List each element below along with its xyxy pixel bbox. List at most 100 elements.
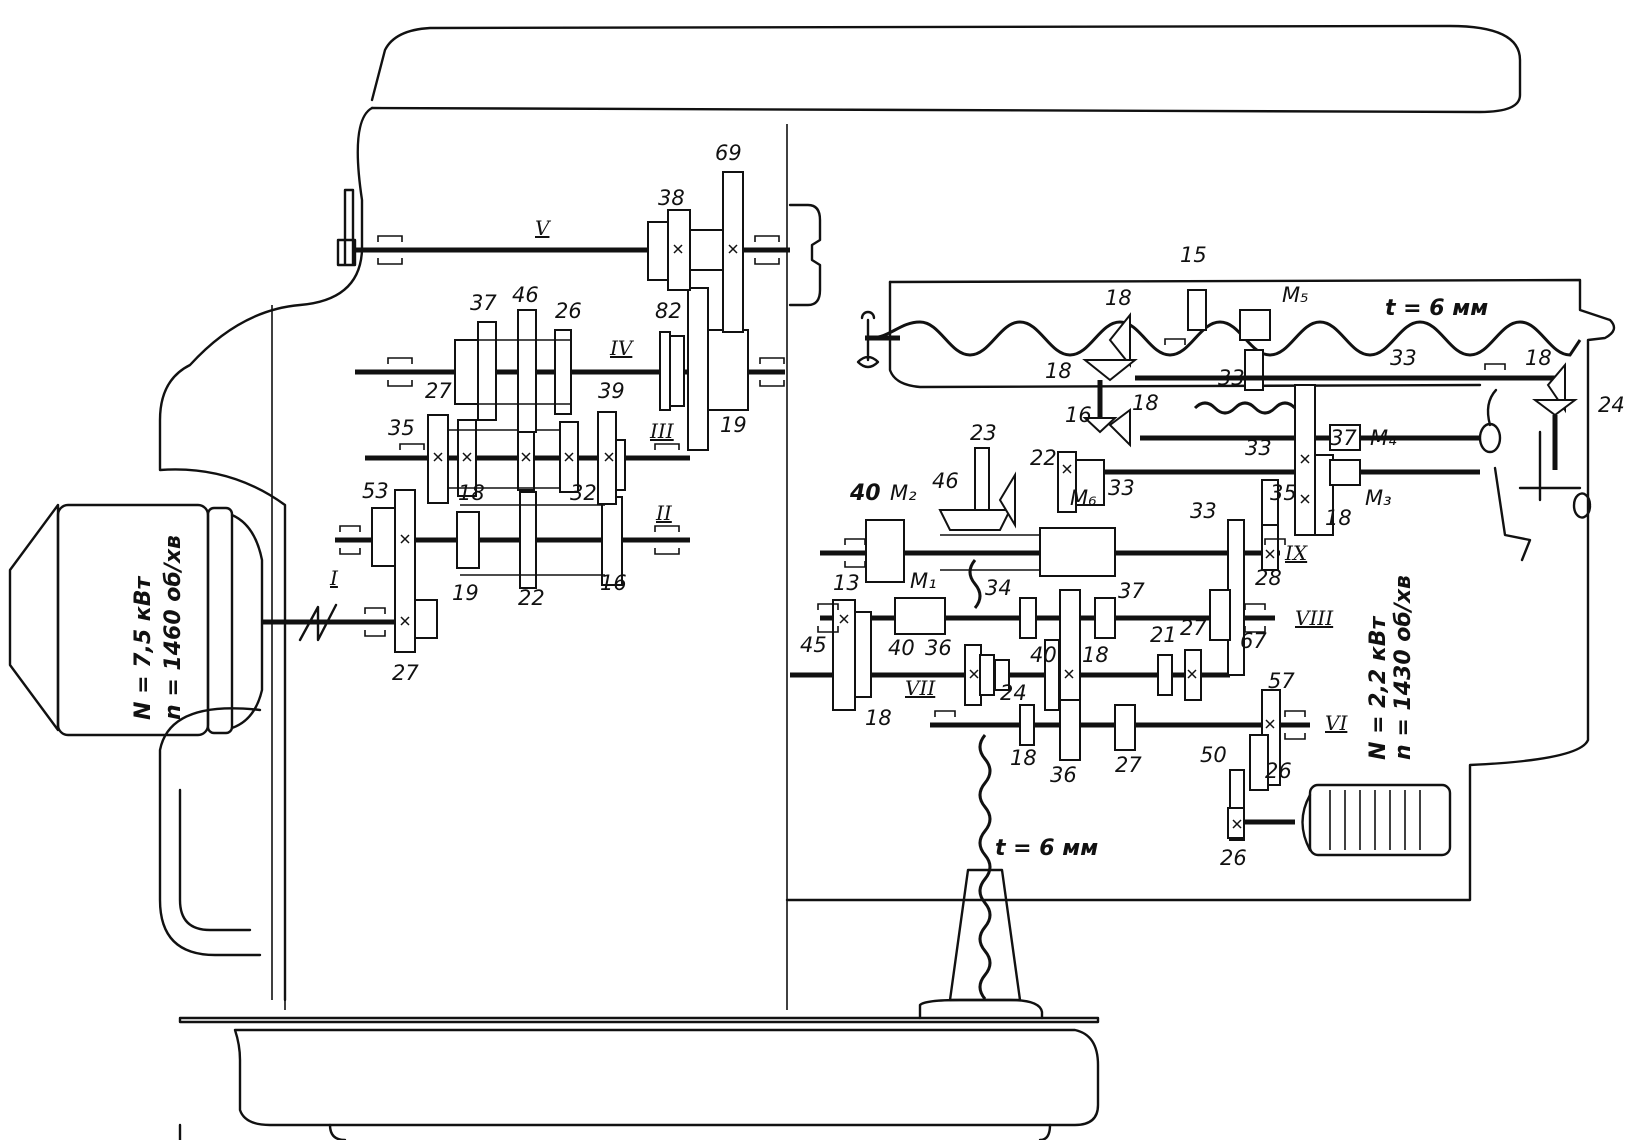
gear-18-vi <box>1019 704 1035 746</box>
bevel-gear-24 <box>1532 399 1578 417</box>
vertical-screw-top <box>968 559 982 609</box>
gear-label-67: 67 <box>1240 629 1267 653</box>
gear-label-69: 69 <box>715 141 742 165</box>
gear-hub-iv-left <box>454 339 479 405</box>
spindle-nose <box>788 203 822 307</box>
gear-15 <box>1187 289 1207 331</box>
gear-label-26b: 26 <box>1220 846 1247 870</box>
gear-22-hub <box>1075 459 1105 506</box>
main-motor-flange <box>206 506 234 735</box>
table-handwheel-icon <box>856 310 880 369</box>
vertical-screw-pitch: t = 6 мм <box>995 836 1098 861</box>
gear-label-16: 16 <box>600 571 627 595</box>
main-motor: N = 7,5 кВт n = 1460 об/хв <box>8 503 372 737</box>
shaft-label-ii: II <box>655 501 673 525</box>
gear-label-27: 27 <box>1180 616 1207 640</box>
feed-motor-speed: n = 1430 об/хв <box>1391 575 1416 760</box>
gear-label-27b: 27 <box>1115 753 1142 777</box>
column-back <box>158 707 262 957</box>
overarm-clamp <box>336 188 357 267</box>
gear-82-hub2 <box>669 335 685 407</box>
gear-label-18: 18 <box>458 481 485 505</box>
gear-28 <box>1261 524 1279 571</box>
gear-label-33c: 33 <box>1245 436 1272 460</box>
feed-motor-housing <box>1308 783 1452 857</box>
gear-26-vi <box>1249 734 1269 791</box>
main-motor-power: N = 7,5 кВт <box>131 576 156 720</box>
overarm-outline <box>370 24 1522 114</box>
gear-26 <box>554 329 572 415</box>
vertical-screw-column <box>948 868 1022 1002</box>
clutch-label-m4: M₄ <box>1370 426 1397 450</box>
gear-label-23: 23 <box>970 421 997 445</box>
gear-label-21: 21 <box>1150 623 1177 647</box>
table-lead-screw <box>869 320 1582 357</box>
shaft-label-v: V <box>535 216 552 240</box>
feed-motor-end <box>1301 793 1312 852</box>
bevel-gear-18-upper <box>1108 312 1131 368</box>
base-foot <box>178 1123 1052 1140</box>
fixed-marks-spindle <box>400 244 738 626</box>
gear-label-15: 15 <box>1180 243 1207 267</box>
shaft-label-iv: IV <box>609 336 635 360</box>
gear-label-37: 37 <box>1330 426 1357 450</box>
gear-69-hub <box>689 229 724 271</box>
gear-label-26: 26 <box>555 299 582 323</box>
base-plate <box>178 1016 1100 1024</box>
spindle-gearbox: I II III IV V 27 53 19 22 16 18 35 27 32… <box>329 141 790 685</box>
gear-label-24b: 24 <box>1000 681 1027 705</box>
clutch-m1 <box>894 597 946 635</box>
gear-label-35: 35 <box>1270 481 1297 505</box>
gear-22 <box>519 491 537 589</box>
gear-36-vi <box>1059 699 1081 761</box>
gear-label-34: 34 <box>985 576 1012 600</box>
gear-37-viii-hub <box>1094 597 1116 639</box>
gear-53-27-block <box>394 489 416 653</box>
shaft-label-viii: VIII <box>1295 606 1334 630</box>
vertical-screw-base <box>918 998 1044 1020</box>
shaft-label-iii: III <box>649 419 675 443</box>
gear-label-36: 36 <box>925 636 952 660</box>
gear-label-26: 26 <box>1265 759 1292 783</box>
clutch-m4 <box>1329 424 1361 451</box>
main-motor-end <box>230 513 264 730</box>
gear-label-32: 32 <box>570 481 597 505</box>
gear-label-27b: 27 <box>425 379 452 403</box>
table-outline <box>888 280 1482 389</box>
column-left-edge <box>271 305 286 1010</box>
clutch-m6 <box>1039 527 1116 577</box>
bevel-gear-18-left <box>1082 359 1138 382</box>
gear-45 <box>854 611 872 698</box>
gear-label-36b: 36 <box>1050 763 1077 787</box>
column-outline <box>158 106 374 1002</box>
gear-label-16: 16 <box>1065 403 1092 427</box>
bevel-gear-46 <box>938 509 1012 531</box>
clutch-m3 <box>1329 459 1361 486</box>
gear-18-cluster <box>1314 454 1334 536</box>
feed-motor-fins <box>1329 790 1421 850</box>
cross-feed-handle-icon <box>1478 388 1502 454</box>
table-screw-pitch: t = 6 мм <box>1385 296 1488 321</box>
gear-label-35: 35 <box>388 416 415 440</box>
gear-label-38: 38 <box>658 186 685 210</box>
clutch-label-m2: M₂ <box>890 481 917 505</box>
bearings-feed <box>817 338 1506 740</box>
gear-label-40c: 40 <box>1030 643 1057 667</box>
gear-label-13: 13 <box>833 571 860 595</box>
gear-27-vi <box>1114 704 1136 751</box>
gear-label-19b: 19 <box>720 413 747 437</box>
bevel-gear-18-right <box>1546 362 1566 414</box>
gear-34 <box>1019 597 1037 639</box>
gear-label-50: 50 <box>1200 743 1227 767</box>
gear-label-33a: 33 <box>1218 366 1245 390</box>
gear-label-18b: 18 <box>1045 359 1072 383</box>
shaft-label-ix: IX <box>1284 541 1308 565</box>
longitudinal-crank-icon <box>1493 466 1532 562</box>
clutch-hub-shaft-ii <box>371 507 396 567</box>
feed-gearbox: IX VIII VII VI M₁ M₂ M₃ M₄ M₆ 18 18 16 1… <box>790 286 1625 1000</box>
gear-label-40: 40 <box>849 481 881 506</box>
gear-label-18e: 18 <box>1325 506 1352 530</box>
gear-18-vii <box>979 654 995 696</box>
gear-label-18a: 18 <box>1105 286 1132 310</box>
gear-label-39: 39 <box>598 379 625 403</box>
